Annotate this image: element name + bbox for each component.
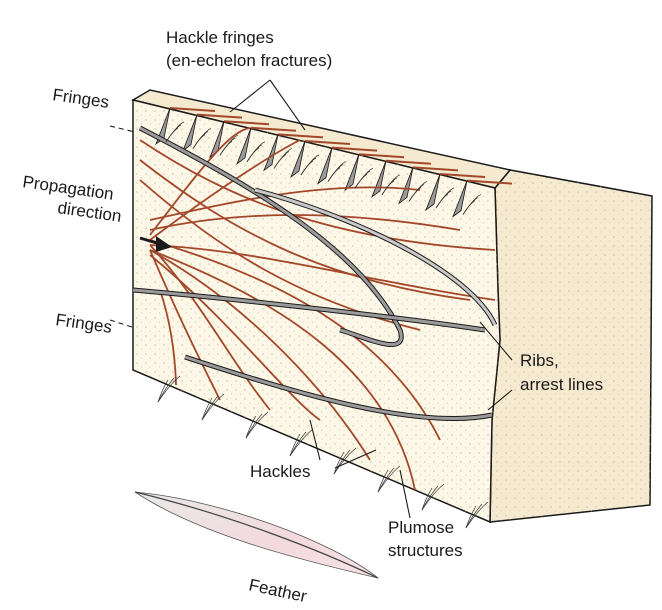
leader-lines — [109, 79, 513, 519]
plumose-line — [219, 134, 239, 156]
right-face — [489, 169, 653, 523]
plumose-line — [300, 154, 320, 176]
fringe-line — [439, 173, 486, 178]
label-hackles: Hackles — [250, 462, 310, 481]
plumose-line — [435, 187, 455, 209]
label-feather: Feather — [247, 575, 309, 606]
fringe-wedge — [182, 114, 198, 152]
fringe-line — [223, 120, 270, 126]
plumose-line — [192, 128, 212, 149]
plumose-line — [421, 483, 445, 511]
plumose-line — [289, 429, 313, 457]
fringe-wedge — [398, 167, 414, 205]
plumose-line — [246, 141, 266, 162]
plumose-line — [165, 121, 185, 143]
plumose-line — [354, 167, 374, 189]
fringe-wedge — [317, 147, 333, 185]
fringe-line — [358, 153, 405, 159]
fringe-wedges — [155, 107, 468, 218]
label-fringes-top: Fringes — [51, 85, 110, 112]
fringe-line — [466, 179, 513, 185]
fringe-line — [196, 113, 243, 119]
fringe-wedge — [452, 180, 468, 218]
fringe-line — [250, 126, 297, 132]
plumose-line — [377, 465, 401, 493]
fringe-wedge — [290, 140, 306, 179]
fringe-wedge — [425, 173, 441, 212]
plumose-line — [201, 393, 225, 421]
label-ribs: Ribs, — [520, 351, 559, 370]
label-arrest-lines: arrest lines — [520, 375, 603, 394]
plumose-line — [333, 447, 357, 475]
plumose-line — [245, 411, 269, 439]
plumose-line — [465, 501, 489, 529]
fringe-wedge — [236, 127, 252, 165]
plumose-line — [273, 148, 293, 169]
fringe-line — [412, 166, 459, 172]
label-structures: structures — [388, 541, 463, 560]
plumose-line — [408, 181, 428, 202]
fringe-line — [331, 146, 378, 152]
plumose-line — [327, 161, 347, 182]
label-fringes-bottom: Fringes — [54, 310, 113, 337]
arrest-lines — [132, 125, 498, 422]
fringe-wedge — [263, 134, 279, 172]
plumose-line — [381, 174, 401, 195]
plumose-line — [462, 194, 482, 215]
fringe-line — [169, 107, 216, 112]
feather-icon — [134, 491, 379, 579]
label-hackle-fringes: Hackle fringes — [166, 28, 274, 47]
fringe-line — [277, 133, 324, 139]
hackle-fringes — [169, 107, 513, 185]
label-en-echelon: (en-echelon fractures) — [166, 51, 332, 70]
label-direction: direction — [56, 198, 122, 226]
plumose-line — [157, 375, 181, 403]
propagation-arrow-icon — [139, 236, 172, 252]
fringe-line — [385, 159, 432, 165]
label-plumose: Plumose — [388, 518, 454, 537]
fringe-line — [304, 140, 351, 145]
plumose-structures — [157, 121, 489, 529]
